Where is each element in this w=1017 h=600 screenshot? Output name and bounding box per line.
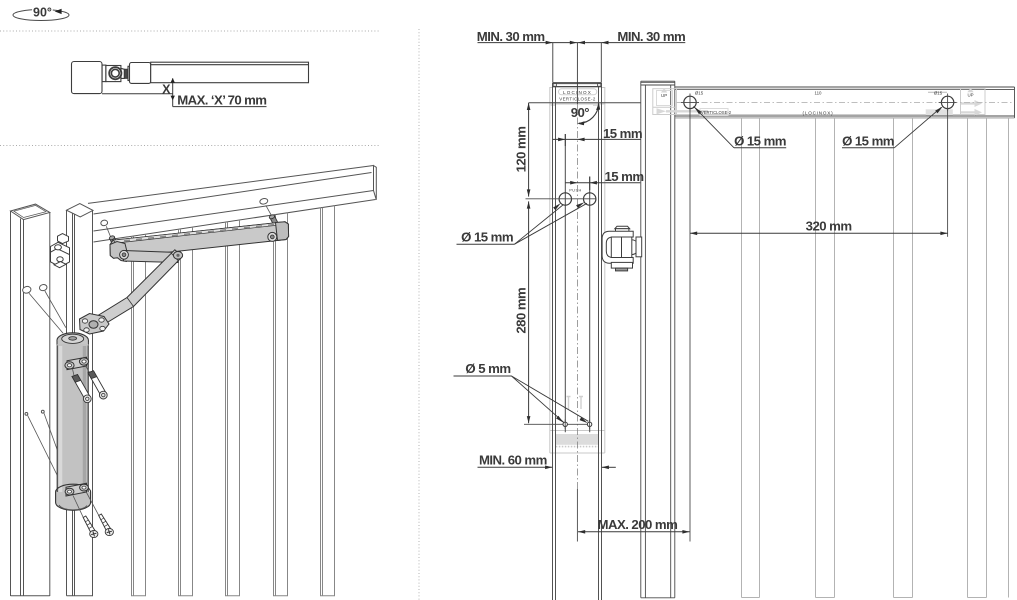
svg-text:MAX. 200 mm: MAX. 200 mm	[598, 517, 678, 532]
svg-text:120 mm: 120 mm	[514, 127, 529, 173]
svg-text:Ø 5 mm: Ø 5 mm	[465, 361, 510, 376]
svg-text:15 mm: 15 mm	[603, 126, 642, 141]
svg-text:MAX. ‘X’ 70 mm: MAX. ‘X’ 70 mm	[177, 92, 266, 107]
svg-text:MIN. 30 mm: MIN. 30 mm	[477, 29, 545, 44]
svg-text:MIN. 30 mm: MIN. 30 mm	[617, 29, 685, 44]
svg-text:UP: UP	[967, 93, 973, 98]
svg-text:320 mm: 320 mm	[806, 218, 852, 233]
svg-text:UP: UP	[661, 93, 667, 98]
svg-text:(LOCINOX): (LOCINOX)	[803, 110, 834, 115]
svg-text:280 mm: 280 mm	[514, 288, 529, 334]
svg-text:90°: 90°	[33, 6, 52, 20]
svg-text:Ø 15 mm: Ø 15 mm	[734, 133, 786, 148]
svg-text:15 mm: 15 mm	[605, 169, 644, 184]
svg-text:Ø15: Ø15	[934, 91, 943, 96]
svg-text:LOCINOX: LOCINOX	[563, 90, 592, 95]
svg-text:VERTICLOSE-2: VERTICLOSE-2	[701, 110, 732, 115]
svg-text:Ø15: Ø15	[695, 91, 704, 96]
svg-text:PUSH: PUSH	[569, 189, 582, 193]
svg-text:Ø 15 mm: Ø 15 mm	[461, 229, 513, 244]
svg-text:MIN. 60 mm: MIN. 60 mm	[479, 452, 547, 467]
svg-text:110: 110	[815, 91, 823, 96]
svg-text:Ø 15 mm: Ø 15 mm	[842, 133, 894, 148]
svg-text:90°: 90°	[571, 105, 590, 120]
svg-text:X: X	[162, 83, 171, 97]
